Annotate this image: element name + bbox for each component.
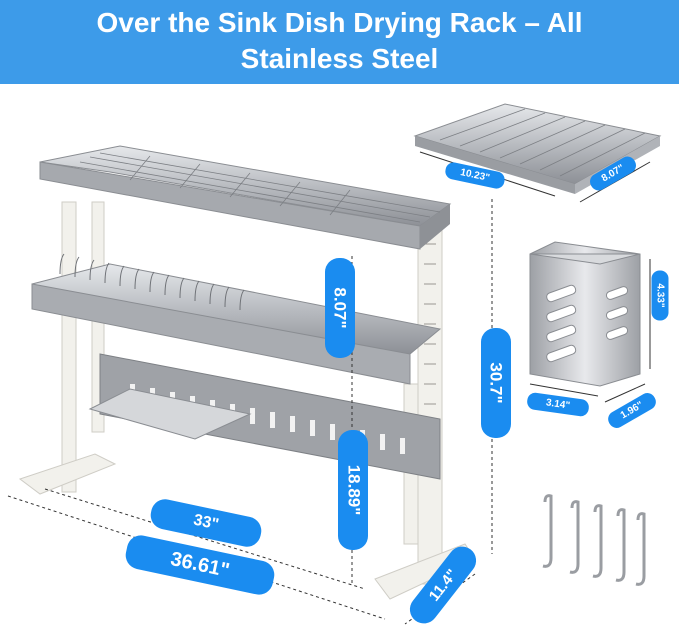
label-lower-clearance: 18.89" (338, 430, 368, 550)
label-total-height-text: 30.7" (487, 362, 506, 404)
s-hooks (542, 494, 646, 586)
label-holder-height: 4.33" (651, 270, 669, 321)
title-banner: Over the Sink Dish Drying Rack – All Sta… (0, 0, 679, 84)
label-holder-width-text: 3.14" (545, 397, 571, 412)
utensil-tray (413, 103, 662, 203)
label-shelf-depth-text: 8.07" (331, 287, 350, 329)
utensil-holder (529, 241, 651, 403)
title-line-2: Stainless Steel (240, 43, 439, 74)
label-lower-clearance-text: 18.89" (344, 464, 364, 516)
top-shelf (39, 145, 452, 250)
label-holder-height-text: 4.33" (654, 283, 666, 308)
title-line-1: Over the Sink Dish Drying Rack – All (96, 7, 583, 38)
label-shelf-depth: 8.07" (325, 258, 355, 358)
label-tray-width-text: 10.23" (459, 167, 491, 184)
label-outer-width-text: 36.61" (168, 547, 232, 582)
product-illustration (7, 103, 662, 625)
label-total-height: 30.7" (481, 328, 511, 438)
label-inner-width-text: 33" (191, 511, 221, 534)
